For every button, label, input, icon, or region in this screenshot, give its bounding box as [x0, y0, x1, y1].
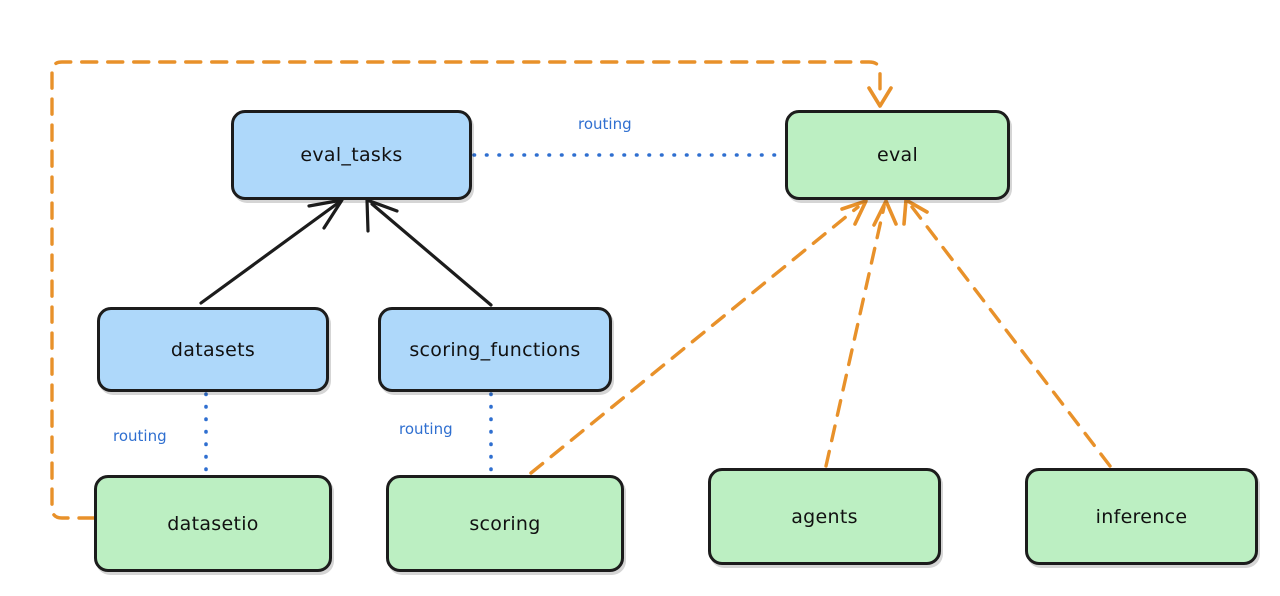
edge-agents-to-eval [824, 205, 886, 468]
node-eval-label: eval [876, 144, 919, 166]
node-datasetio-label: datasetio [167, 512, 259, 535]
edge-scoring_functions-to-eval_tasks-arrowhead [365, 198, 399, 233]
edge-label-routing-scoring-functions-scoring: routing [396, 420, 456, 438]
edge-label-routing-datasets-datasetio: routing [110, 427, 170, 445]
edge-label-routing-eval-tasks-eval: routing [575, 115, 635, 133]
node-datasetio[interactable]: datasetio [94, 475, 332, 572]
edge-scoring_functions-to-eval_tasks [370, 202, 493, 307]
edge-inference-to-eval [910, 205, 1112, 468]
node-scoring-label: scoring [469, 512, 541, 535]
edge-scoring-to-eval [529, 205, 860, 475]
node-scoring[interactable]: scoring [386, 475, 624, 572]
edge-datasetio-to-eval [50, 60, 882, 520]
node-datasets-label: datasets [170, 338, 256, 361]
edge-inference-to-eval-arrowhead [902, 198, 929, 226]
edge-scoring-to-eval-arrowhead [840, 199, 868, 226]
node-eval-tasks-label: eval_tasks [300, 144, 403, 166]
edge-datasets-to-eval_tasks-arrowhead [307, 198, 344, 230]
node-agents-label: agents [791, 505, 858, 528]
node-datasets[interactable]: datasets [97, 307, 329, 392]
edge-agents-to-eval-arrowhead [872, 199, 898, 227]
edge-datasets-to-eval_tasks [199, 201, 340, 305]
edge-datasetio-to-eval-arrowhead [867, 86, 893, 108]
node-eval[interactable]: eval [785, 110, 1010, 200]
node-inference[interactable]: inference [1025, 468, 1258, 565]
node-scoring-functions[interactable]: scoring_functions [378, 307, 612, 392]
node-inference-label: inference [1095, 505, 1188, 528]
node-scoring-functions-label: scoring_functions [409, 338, 581, 361]
node-eval-tasks[interactable]: eval_tasks [231, 110, 472, 200]
node-agents[interactable]: agents [708, 468, 941, 565]
